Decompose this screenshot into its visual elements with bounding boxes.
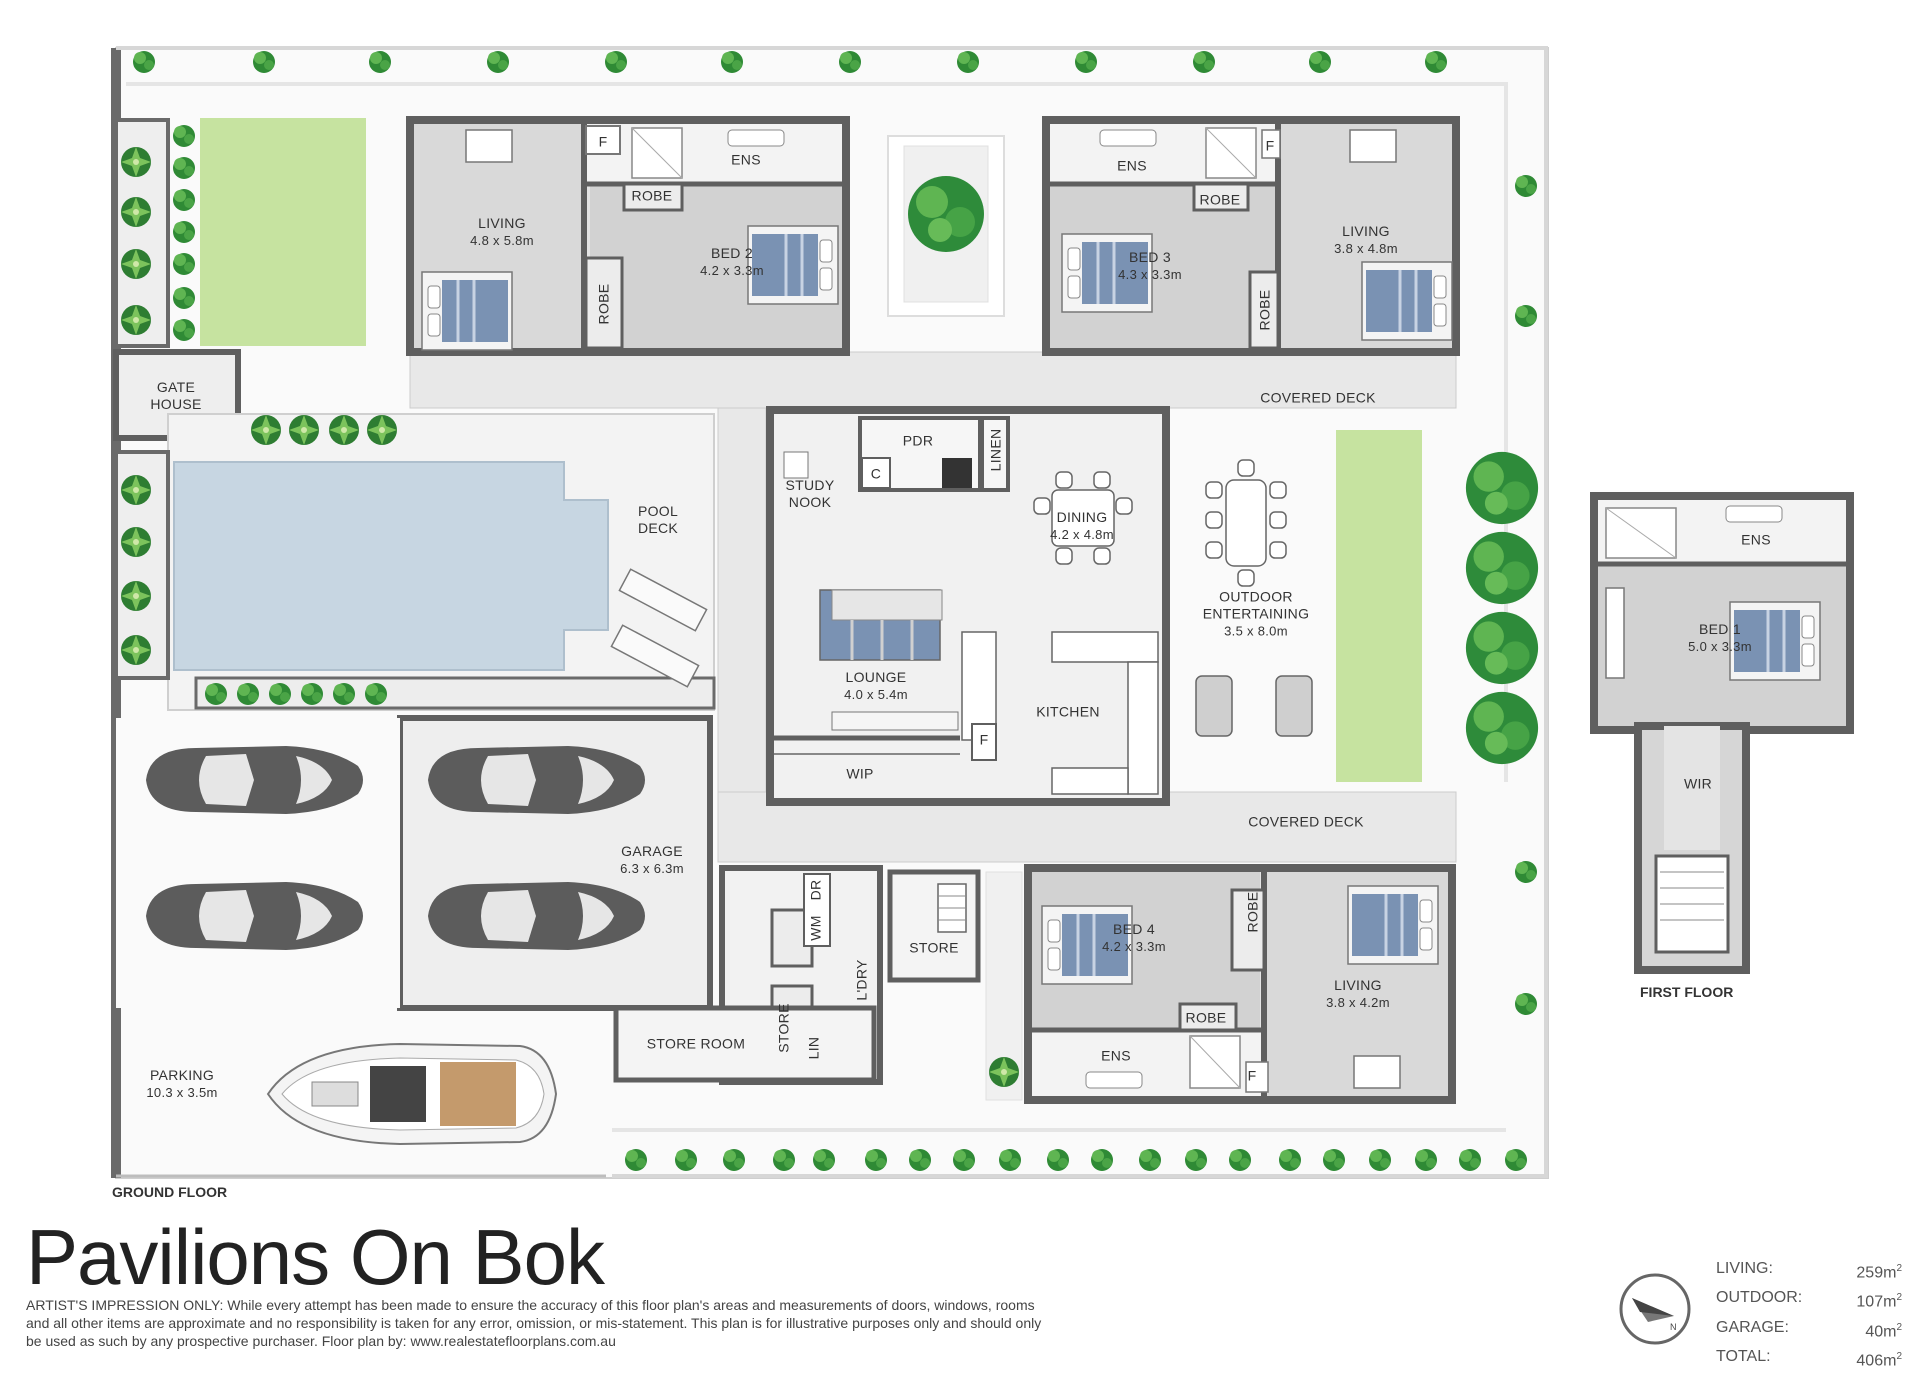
area-unit: 2 <box>1896 1292 1902 1304</box>
covered-deck-top: COVERED DECK <box>1260 389 1376 406</box>
area-label: GARAGE: <box>1716 1318 1789 1336</box>
room-wip: WIP <box>846 765 874 782</box>
room-f-kitchen: F <box>979 731 989 748</box>
room-dim: 3.5 x 8.0m <box>1224 623 1288 639</box>
room-store: STORE <box>775 1003 792 1053</box>
room-robe-ne-top: ROBE <box>1199 191 1241 208</box>
room-dr: DR <box>807 879 824 901</box>
room-wm: WM <box>807 915 824 941</box>
room-dim: 4.2 x 4.8m <box>1050 527 1114 542</box>
room-dim: 6.3 x 6.3m <box>620 861 684 876</box>
room-kitchen: KITCHEN <box>1036 703 1100 720</box>
area-row-total: TOTAL: 406m2 <box>1716 1344 1902 1373</box>
area-label: OUTDOOR: <box>1716 1289 1803 1307</box>
room-f-se: F <box>1247 1067 1257 1084</box>
area-unit: 2 <box>1896 1321 1902 1333</box>
room-name: LOUNGE <box>845 669 907 685</box>
area-summary: LIVING:259m2 OUTDOOR:107m2 GARAGE:40m2 T… <box>1716 1256 1902 1373</box>
pool-deck: POOL DECK <box>637 503 679 536</box>
room-study-nook: STUDY NOOK <box>785 477 835 510</box>
area-unit: 2 <box>1896 1263 1902 1274</box>
brand-title: Pavilions On Bok <box>26 1213 605 1301</box>
room-lin: LIN <box>805 1036 822 1060</box>
area-row-garage: GARAGE: 40m2 <box>1716 1315 1902 1344</box>
room-gate-house: GATE HOUSE <box>150 379 202 412</box>
room-name: BED 3 <box>1129 249 1171 265</box>
room-living-nw: LIVING 4.8 x 5.8m <box>470 215 534 249</box>
room-dim: 4.2 x 3.3m <box>1102 939 1166 954</box>
room-name: BED 1 <box>1699 621 1741 637</box>
room-bed1: BED 1 5.0 x 3.3m <box>1688 621 1752 655</box>
room-bed2: BED 2 4.2 x 3.3m <box>700 245 764 279</box>
room-name: BED 2 <box>711 245 753 261</box>
room-ens-se: ENS <box>1101 1047 1131 1064</box>
area-number: 259m <box>1856 1264 1897 1282</box>
room-name: PARKING <box>149 1067 215 1083</box>
room-name: LIVING <box>1342 223 1390 239</box>
room-wir: WIR <box>1683 775 1713 792</box>
area-number: 406m <box>1856 1352 1897 1370</box>
room-c: C <box>870 465 882 482</box>
room-robe-ne-side: ROBE <box>1256 289 1273 331</box>
room-dim: 4.8 x 5.8m <box>470 233 534 248</box>
area-row-living: LIVING: 259m2 <box>1716 1256 1902 1285</box>
area-unit: 2 <box>1896 1350 1902 1362</box>
area-value: 259m2 <box>1856 1256 1902 1285</box>
room-bed3: BED 3 4.3 x 3.3m <box>1118 249 1182 283</box>
first-floor-label: FIRST FLOOR <box>1640 984 1734 1000</box>
room-name: DINING <box>1056 509 1108 525</box>
svg-text:N: N <box>1670 1322 1677 1332</box>
area-value: 406m2 <box>1856 1344 1902 1373</box>
covered-deck-bottom: COVERED DECK <box>1248 813 1364 830</box>
room-linen: LINEN <box>987 428 1004 472</box>
area-value: 107m2 <box>1856 1285 1902 1314</box>
area-label: LIVING: <box>1716 1260 1773 1277</box>
room-dim: 5.0 x 3.3m <box>1688 639 1752 654</box>
room-dining: DINING 4.2 x 4.8m <box>1050 509 1114 543</box>
room-ens-ff: ENS <box>1741 531 1771 548</box>
area-number: 40m <box>1865 1322 1897 1340</box>
compass-icon: N <box>1619 1273 1691 1345</box>
room-living-ne: LIVING 3.8 x 4.8m <box>1334 223 1398 257</box>
room-robe-se-side: ROBE <box>1244 891 1261 933</box>
room-name: GARAGE <box>621 843 683 859</box>
room-dim: 3.8 x 4.8m <box>1334 241 1398 256</box>
room-bed4: BED 4 4.2 x 3.3m <box>1102 921 1166 955</box>
room-living-se: LIVING 3.8 x 4.2m <box>1326 977 1390 1011</box>
area-row-outdoor: OUTDOOR: 107m2 <box>1716 1285 1902 1314</box>
room-ens-ne: ENS <box>1117 157 1147 174</box>
room-parking: PARKING 10.3 x 3.5m <box>146 1067 217 1101</box>
room-robe-se-bottom: ROBE <box>1185 1009 1227 1026</box>
room-name: LIVING <box>1334 977 1382 993</box>
room-name: BED 4 <box>1113 921 1155 937</box>
room-f-ne: F <box>1265 137 1275 154</box>
disclaimer-text: ARTIST'S IMPRESSION ONLY: While every at… <box>26 1297 1042 1349</box>
area-number: 107m <box>1856 1293 1897 1311</box>
room-ens-nw: ENS <box>731 151 761 168</box>
room-f-nw: F <box>598 133 608 150</box>
room-dim: 4.0 x 5.4m <box>844 687 908 702</box>
room-robe-nw-side: ROBE <box>595 283 612 325</box>
room-garage: GARAGE 6.3 x 6.3m <box>620 843 684 877</box>
room-name: OUTDOOR ENTERTAINING <box>1202 588 1310 622</box>
room-dim: 4.3 x 3.3m <box>1118 267 1182 282</box>
room-store-small: STORE <box>909 939 959 956</box>
area-value: 40m2 <box>1865 1315 1902 1344</box>
room-dim: 3.8 x 4.2m <box>1326 995 1390 1010</box>
area-label: TOTAL: <box>1716 1347 1771 1365</box>
room-dim: 4.2 x 3.3m <box>700 263 764 278</box>
room-robe-nw-top: ROBE <box>631 187 673 204</box>
room-pdr: PDR <box>902 432 934 449</box>
room-ldry: L'DRY <box>853 959 870 1001</box>
room-lounge: LOUNGE 4.0 x 5.4m <box>844 669 908 703</box>
room-name: LIVING <box>478 215 526 231</box>
room-store-room: STORE ROOM <box>646 1035 746 1052</box>
room-dim: 10.3 x 3.5m <box>146 1085 218 1100</box>
ground-floor-label: GROUND FLOOR <box>112 1184 228 1200</box>
